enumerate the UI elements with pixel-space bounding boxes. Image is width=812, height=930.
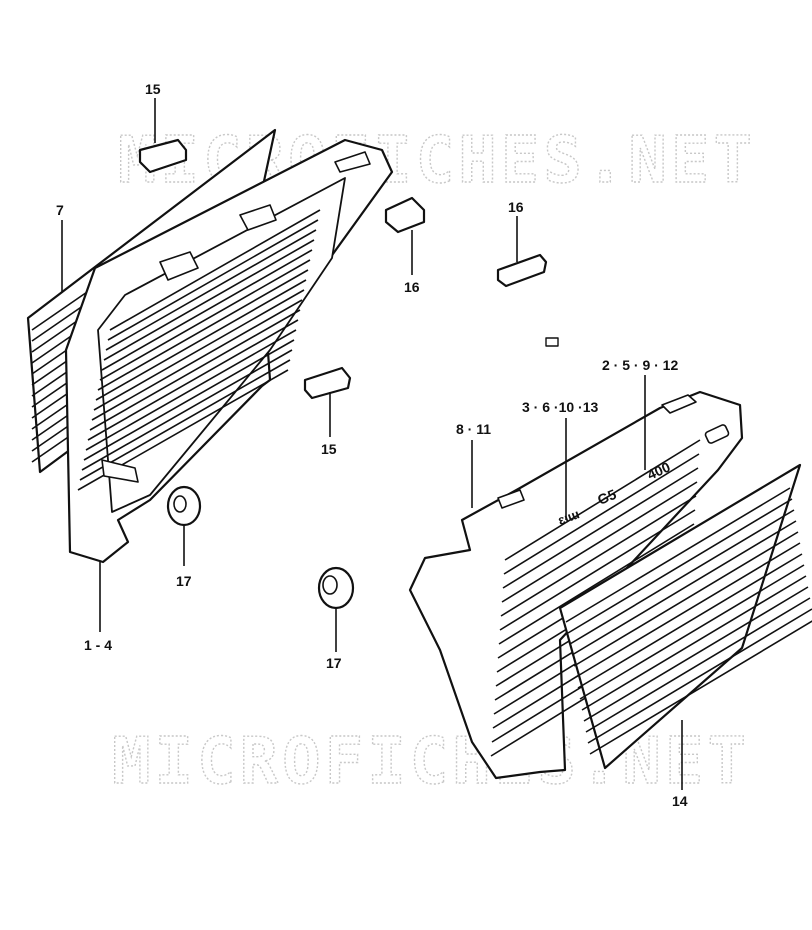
hatch-line-part-1-4 [89,309,301,431]
part-14-emblem-plate-right [558,463,812,790]
hatch-line-part-14 [577,553,803,689]
hatch-line-part-14 [589,620,812,755]
hatch-line-part-1-4 [85,329,297,451]
hatch-line-part-14 [573,531,799,667]
hatch-line-part-1-4 [81,349,293,471]
callout-17-left: 17 [176,573,192,589]
watermark-bottom: MICROFICHES.NET [112,725,750,799]
hatch-line-part-1-4 [107,219,319,341]
hatch-line-part-1-4 [79,359,291,481]
part-1-4-frame-cover-left [64,138,394,564]
hatch-line-part-1-4 [87,319,299,441]
hatch-line-part-14 [569,509,795,645]
callout-14: 14 [672,793,688,809]
hatch-line-part-1-4 [83,339,295,461]
hatch-line-part-8-11 [502,467,699,589]
callout-16-right: 16 [508,199,524,215]
hatch-line-part-8-11 [503,453,700,575]
svg-text:G5: G5 [595,486,619,508]
part-17-bushing-middle [317,566,355,652]
hatch-line-part-1-4 [91,299,303,421]
hatch-line-part-8-11 [504,439,701,561]
hatch-line-part-1-4 [97,269,309,391]
hatch-line-part-14 [579,564,805,700]
callout-15-middle: 15 [321,441,337,457]
hatch-line-part-1-4 [103,239,315,361]
part-15-grommet-top [138,98,188,174]
part-16-cushion-left [384,196,426,275]
callout-17-middle: 17 [326,655,342,671]
hatch-line-part-14 [585,597,811,733]
callout-16-left: 16 [404,279,420,295]
hatch-line-part-1-4 [109,209,321,331]
hatch-line-part-14 [567,498,793,634]
callout-8-11: 8 · 11 [456,421,491,437]
hatch-line-part-14 [565,487,791,623]
hatch-line-part-1-4 [95,279,307,401]
hatch-line-part-14 [581,575,807,711]
part-15-grommet-middle [303,366,352,437]
hatch-line-part-8-11 [498,523,695,645]
callout-7: 7 [56,202,64,218]
hatch-line-part-8-11 [499,509,696,631]
hatch-line-part-14 [587,608,812,744]
hatch-line-part-7 [31,289,91,331]
hatch-line-part-1-4 [93,289,305,411]
hatch-line-part-1-4 [101,249,313,371]
part-17-bushing-left [166,485,202,566]
hatch-line-part-1-4 [105,229,317,351]
hatch-line-part-1-4 [99,259,311,381]
hatch-line-part-14 [583,586,809,722]
callout-2-5-9-12: 2 · 5 · 9 · 12 [602,357,678,373]
hatch-line-part-8-11 [501,481,698,603]
callout-3-6-10-13: 3 · 6 ·10 ·13 [522,399,598,415]
hatch-line-part-14 [571,520,797,656]
svg-text:ɛıɯ: ɛıɯ [556,506,581,527]
part-16-cushion-right [496,216,548,288]
hatch-line-part-8-11 [500,495,697,617]
hatch-line-part-14 [575,542,801,678]
callout-1-4: 1 - 4 [84,637,112,653]
callout-15-top: 15 [145,81,161,97]
